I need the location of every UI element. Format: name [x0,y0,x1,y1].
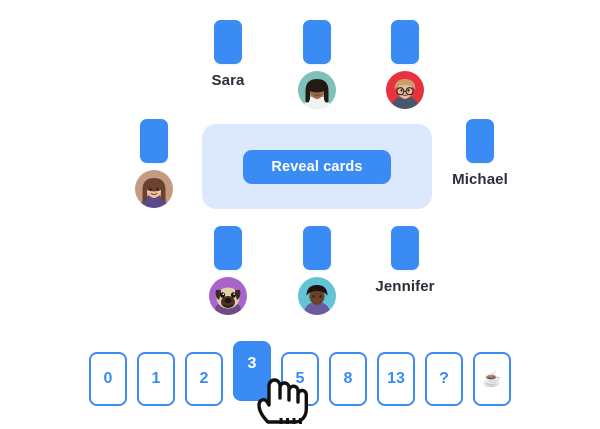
avatar [135,170,173,208]
player-card-back [303,20,331,64]
player-seat-jennifer: Jennifer [373,226,437,294]
player-seat-player-top-3 [373,20,437,109]
deck-card-0[interactable]: 0 [89,352,127,406]
deck-card-1[interactable]: 1 [137,352,175,406]
deck-card-?[interactable]: ? [425,352,463,406]
avatar [386,71,424,109]
player-card-back [391,20,419,64]
player-name-label: Michael [452,171,508,188]
player-name-label: Jennifer [375,278,435,295]
player-seat-michael: Michael [448,119,512,187]
avatar [209,277,247,315]
deck-card-5[interactable]: 5 [281,352,319,406]
player-name-label: Sara [211,72,245,89]
player-seat-player-bot-1 [196,226,260,315]
player-card-back [214,226,242,270]
player-seat-sara: Sara [196,20,260,88]
avatar [298,71,336,109]
player-seat-player-top-2 [285,20,349,109]
player-seat-player-left-1 [122,119,186,208]
player-card-back [303,226,331,270]
reveal-cards-button[interactable]: Reveal cards [243,150,391,184]
player-seat-player-bot-2 [285,226,349,315]
player-card-back [466,119,494,163]
deck-card-coffee[interactable]: ☕ [473,352,511,406]
deck-card-13[interactable]: 13 [377,352,415,406]
player-card-back [391,226,419,270]
player-card-back [214,20,242,64]
avatar [298,277,336,315]
player-card-back [140,119,168,163]
deck-card-8[interactable]: 8 [329,352,367,406]
deck-card-3[interactable]: 3 [233,341,271,401]
deck-card-2[interactable]: 2 [185,352,223,406]
